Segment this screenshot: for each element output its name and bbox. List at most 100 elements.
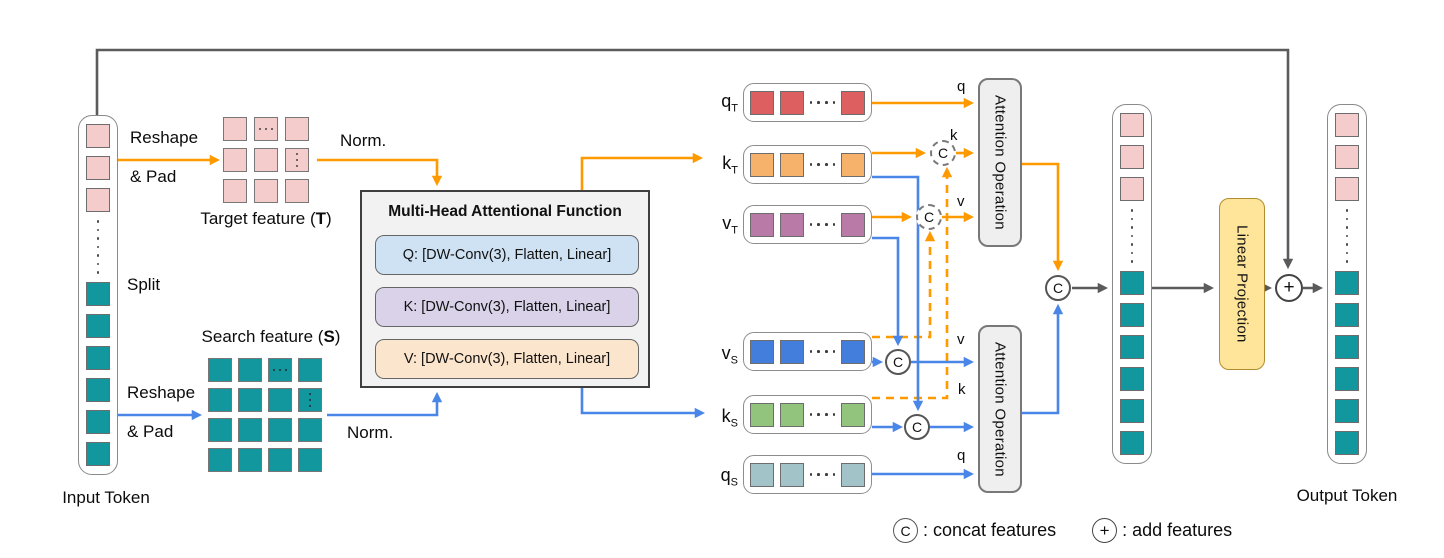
output-token-label: Output Token — [1296, 486, 1398, 505]
concat-icon-vS: C — [885, 349, 911, 375]
concat-icon-kT: C — [930, 140, 956, 166]
concat-icon-output: C — [1045, 275, 1071, 301]
attended-target-tokens — [1120, 113, 1144, 201]
attention-operation-top: Attention Operation — [978, 78, 1022, 247]
reshape-label-bottom: Reshape — [127, 383, 196, 402]
arrow-vS-to-top-concat-dashed — [872, 230, 936, 339]
feature-cell — [285, 117, 309, 141]
target-feature-grid — [223, 117, 309, 203]
feature-cell-hdots — [254, 117, 278, 141]
feature-cell — [223, 179, 247, 203]
feature-cell-hdots — [268, 358, 292, 382]
output-search-tokens — [1335, 271, 1359, 455]
token-square — [750, 462, 774, 487]
ellipsis-dots — [809, 473, 836, 476]
token-square — [779, 462, 804, 487]
qT-label: qT — [721, 91, 738, 115]
feature-cell — [268, 418, 292, 442]
arrow-norm-target-to-mhaf — [317, 158, 443, 187]
arrow-mhaf-to-search-tokens — [580, 388, 706, 419]
ellipsis-dots — [96, 218, 100, 276]
token-square — [841, 339, 865, 364]
input-token-column — [78, 115, 118, 475]
norm-label-bottom: Norm. — [347, 423, 394, 442]
token-square — [1120, 177, 1144, 201]
feature-cell-vdots — [298, 388, 322, 412]
token-square — [750, 90, 774, 115]
mhaf-v-row: V: [DW-Conv(3), Flatten, Linear] — [375, 339, 639, 379]
feature-cell — [254, 148, 278, 172]
token-square — [750, 212, 774, 237]
token-square — [750, 339, 774, 364]
feature-cell — [208, 388, 232, 412]
token-square — [86, 282, 110, 306]
feature-cell — [223, 117, 247, 141]
port-label-q-bottom: q — [957, 447, 966, 464]
feature-cell — [208, 448, 232, 472]
concat-legend-icon: C — [893, 518, 918, 543]
token-square — [1335, 431, 1359, 455]
feature-cell — [298, 448, 322, 472]
arrow-residual-skip — [95, 48, 1294, 270]
arrow-vT-down-to-bottom-concat — [872, 236, 904, 347]
feature-cell — [238, 418, 262, 442]
token-square — [779, 90, 804, 115]
feature-cell-vdots — [285, 148, 309, 172]
token-square — [1335, 145, 1359, 169]
token-square — [1120, 335, 1144, 359]
token-square — [86, 378, 110, 402]
feature-cell — [208, 418, 232, 442]
qS-row — [743, 455, 872, 494]
mhaf-title: Multi-Head Attentional Function — [388, 203, 622, 220]
token-square — [1120, 431, 1144, 455]
concat-legend-text: : concat features — [923, 520, 1057, 540]
add-legend-icon: + — [1092, 518, 1118, 543]
arrow-mhaf-to-target-tokens — [580, 152, 704, 190]
token-square — [1335, 367, 1359, 391]
concat-icon-vT: C — [916, 204, 942, 230]
token-square — [779, 152, 804, 177]
mhaf-box: Multi-Head Attentional Function Q: [DW-C… — [360, 190, 650, 388]
norm-label-top: Norm. — [340, 131, 387, 150]
feature-cell — [238, 448, 262, 472]
feature-cell — [285, 179, 309, 203]
port-label-k-bottom: k — [958, 381, 966, 398]
arrow-attention-top-out — [1021, 162, 1064, 272]
vS-row — [743, 332, 872, 371]
token-square — [1120, 145, 1144, 169]
port-label-v-bottom: v — [957, 331, 965, 348]
token-square — [1120, 271, 1144, 295]
token-square — [841, 90, 865, 115]
kS-label: kS — [721, 406, 738, 430]
feature-cell — [298, 358, 322, 382]
token-square — [86, 442, 110, 466]
token-square — [779, 212, 804, 237]
token-square — [1335, 271, 1359, 295]
attended-search-tokens — [1120, 271, 1144, 455]
vT-row — [743, 205, 872, 244]
qT-row — [743, 83, 872, 122]
arrow-norm-search-to-mhaf — [327, 391, 443, 417]
target-feature-label: Target feature (T) — [200, 209, 332, 228]
token-square — [1335, 335, 1359, 359]
vT-label: vT — [722, 213, 738, 237]
token-square — [841, 402, 865, 427]
mhaf-q-row: Q: [DW-Conv(3), Flatten, Linear] — [375, 235, 639, 275]
attended-token-column — [1112, 104, 1152, 464]
kS-row — [743, 395, 872, 434]
linear-projection-box: Linear Projection — [1219, 198, 1265, 370]
ellipsis-dots — [809, 223, 836, 226]
arrow-kT-down-to-bottom-concat — [872, 175, 924, 412]
arrow-attention-bottom-out — [1021, 303, 1064, 415]
feature-cell — [298, 418, 322, 442]
token-square — [1335, 113, 1359, 137]
feature-cell — [223, 148, 247, 172]
token-square — [86, 410, 110, 434]
token-square — [1120, 367, 1144, 391]
token-square — [86, 314, 110, 338]
search-feature-label: Search feature (S) — [201, 327, 341, 346]
token-square — [1335, 399, 1359, 423]
token-square — [1120, 303, 1144, 327]
token-square — [1120, 399, 1144, 423]
